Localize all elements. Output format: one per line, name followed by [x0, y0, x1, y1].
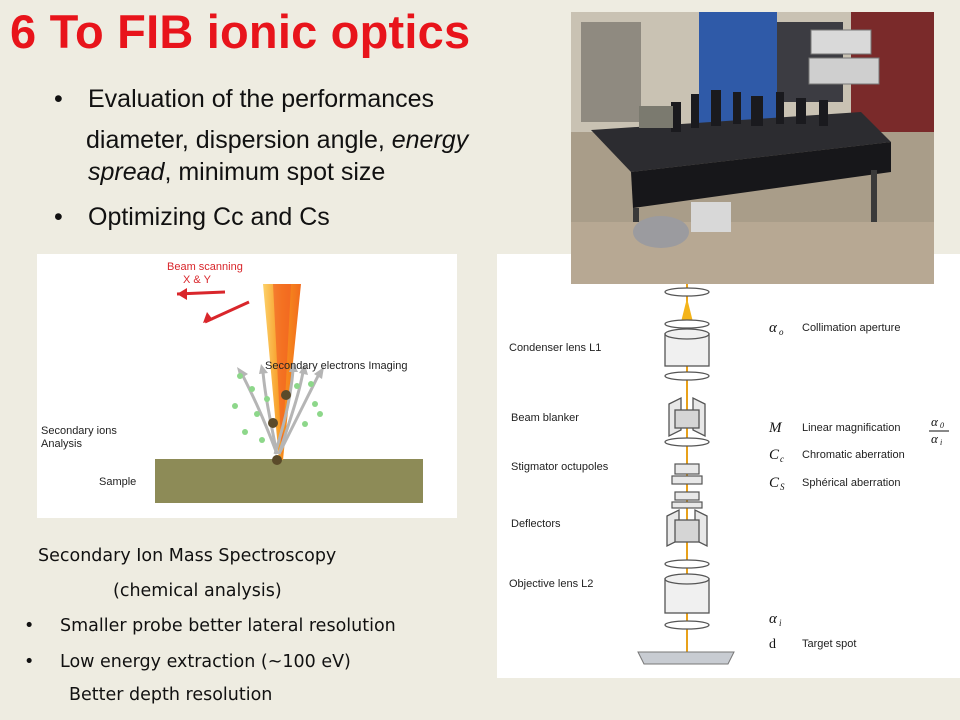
- sample-label: Sample: [99, 476, 136, 488]
- bullet-optimizing: • Optimizing Cc and Cs: [54, 201, 330, 233]
- symbol-M: M: [768, 420, 783, 436]
- label-chromatic: Chromatic aberration: [802, 449, 905, 461]
- lab-photo-illustration: [571, 12, 934, 284]
- sub-text-energy: energy: [391, 126, 469, 154]
- bullet-dot: •: [24, 616, 35, 636]
- beam-xy-label: X & Y: [183, 274, 212, 286]
- bullet-text: Optimizing Cc and Cs: [88, 203, 330, 231]
- symbol-alpha0-sub: o: [779, 327, 784, 337]
- bullet-evaluation: • Evaluation of the performances: [54, 83, 435, 115]
- bullet-text: Smaller probe better lateral resolution: [60, 616, 396, 636]
- secondary-ions-label-1: Secondary ions: [41, 425, 117, 437]
- condenser-lens: [664, 328, 710, 367]
- label-objective-lens: Objective lens L2: [509, 578, 593, 590]
- bullet-low-energy: • Low energy extraction (~100 eV): [24, 652, 351, 672]
- bullet-dot: •: [54, 203, 63, 231]
- sputtered-atoms: [268, 390, 291, 465]
- bullet-dot: •: [54, 85, 63, 113]
- label-beam-blanker: Beam blanker: [511, 412, 579, 424]
- label-condenser-lens: Condenser lens L1: [509, 342, 601, 354]
- sample-block: [155, 459, 423, 503]
- symbol-Cc-sub: c: [780, 454, 784, 464]
- fib-column-diagram: Condenser lens L1 Beam blanker Stigmator…: [509, 284, 949, 665]
- bullet-lateral-resolution: • Smaller probe better lateral resolutio…: [24, 616, 396, 636]
- sims-caption: Secondary Ion Mass Spectroscopy: [38, 546, 337, 566]
- label-collimation: Collimation aperture: [802, 322, 900, 334]
- deflectors: [666, 508, 708, 548]
- sims-figure: Beam scanning X & Y Secondary electrons …: [37, 254, 457, 518]
- fraction-numerator: α: [931, 414, 939, 429]
- symbol-alpha-i-sub: i: [779, 618, 782, 628]
- arrow-head-x: [177, 288, 187, 300]
- symbol-alpha0: α: [769, 320, 778, 336]
- secondary-ions-label-2: Analysis: [41, 438, 82, 450]
- beam-scanning-arrows: [176, 290, 250, 324]
- label-stigmator: Stigmator octupoles: [511, 461, 609, 473]
- sub-text-a: diameter, dispersion angle,: [86, 126, 392, 154]
- symbol-Cs-sub: S: [780, 482, 785, 492]
- label-linear-magnification: Linear magnification: [802, 422, 900, 434]
- arrow-head-y: [203, 312, 213, 323]
- beam-source-cone: [681, 298, 693, 322]
- objective-lens: [664, 573, 710, 614]
- bullet-sub-performance-list: diameter, dispersion angle, energy sprea…: [86, 124, 556, 188]
- bullet-text: Evaluation of the performances: [88, 85, 435, 113]
- bullet-dot: •: [24, 652, 35, 672]
- symbol-alpha-i: α: [769, 611, 778, 627]
- fraction-numerator-sub: 0: [940, 421, 944, 430]
- sub-text-d: , minimum spot size: [164, 158, 386, 186]
- slide-title: 6 To FIB ionic optics: [10, 5, 471, 58]
- apertures: [664, 287, 710, 630]
- secondary-electrons-label: Secondary electrons Imaging: [265, 360, 407, 372]
- stigmator-octupoles: [671, 463, 703, 509]
- bullet-text: Low energy extraction (~100 eV): [60, 652, 351, 672]
- electron-trajectories: [240, 369, 321, 455]
- sub-text-spread: spread: [88, 158, 165, 186]
- beam-scanning-label: Beam scanning: [167, 261, 243, 273]
- secondary-ions: [232, 373, 323, 443]
- fraction-denominator-sub: i: [940, 438, 942, 447]
- target-plate: [637, 651, 735, 665]
- lab-equipment-photo: [571, 12, 934, 284]
- sims-subcaption: (chemical analysis): [113, 581, 282, 601]
- fraction-denominator: α: [931, 431, 939, 446]
- symbol-Cs: C: [769, 475, 780, 491]
- beam-blanker: [668, 396, 706, 438]
- symbol-Cc: C: [769, 447, 780, 463]
- sims-diagram: Beam scanning X & Y Secondary electrons …: [41, 261, 423, 503]
- beam-core: [273, 284, 291, 460]
- fib-column-figure: Condenser lens L1 Beam blanker Stigmator…: [497, 254, 960, 678]
- label-target-spot: Target spot: [802, 638, 856, 650]
- symbol-d: d: [769, 637, 776, 652]
- label-spherical: Sphérical aberration: [802, 477, 900, 489]
- depth-resolution-text: Better depth resolution: [69, 685, 273, 705]
- label-deflectors: Deflectors: [511, 518, 561, 530]
